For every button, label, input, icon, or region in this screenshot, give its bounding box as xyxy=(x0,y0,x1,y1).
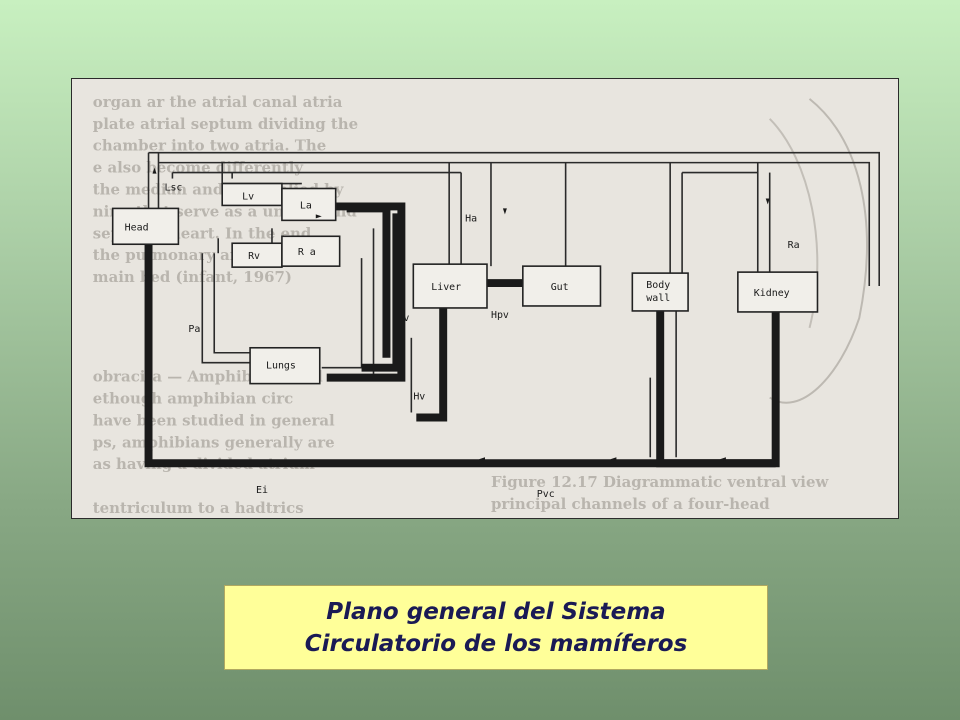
kidney-label: Kidney xyxy=(754,288,790,299)
organ-labels: Head Lv La Rv R a Lungs Liver Gut Body w… xyxy=(125,191,790,371)
arrow-left-icon xyxy=(610,457,617,462)
svg-text:ps, amphibians generally are: ps, amphibians generally are xyxy=(93,433,335,451)
pv-label: Pv xyxy=(397,313,409,324)
pa-label: Pa xyxy=(188,324,200,335)
ra-label: R a xyxy=(298,247,316,258)
thick-vessels xyxy=(144,202,780,468)
svg-text:organ ar the atrial canal atri: organ ar the atrial canal atria xyxy=(93,93,343,111)
svg-text:principal channels of a four-h: principal channels of a four-head xyxy=(491,495,770,513)
arrow-up-icon xyxy=(152,167,157,174)
svg-text:e also become differently: e also become differently xyxy=(93,159,305,177)
gut-box xyxy=(522,265,602,307)
arrow-left-icon xyxy=(719,457,726,462)
arrow-left-icon xyxy=(479,457,485,462)
la-box xyxy=(281,187,337,222)
lv-label: Lv xyxy=(242,191,254,202)
liver-label: Liver xyxy=(431,282,461,293)
kidney-box xyxy=(737,271,819,313)
svg-text:tentriculum to a hadtrics: tentriculum to a hadtrics xyxy=(93,499,304,517)
circulatory-diagram: organ ar the atrial canal atria plate at… xyxy=(72,79,898,518)
arrow-right-icon xyxy=(315,214,322,219)
flow-arrows xyxy=(152,167,770,462)
hv-label: Hv xyxy=(413,392,425,403)
ei-label: Ei xyxy=(256,485,268,496)
la-label: La xyxy=(300,200,312,211)
hpv-label: Hpv xyxy=(491,310,509,321)
organ-boxes xyxy=(111,182,819,385)
lsc-label: Lsc xyxy=(164,182,182,193)
arrow-left-icon xyxy=(510,281,517,286)
rv-label: Rv xyxy=(248,251,260,262)
arrow-down-icon xyxy=(502,208,507,215)
lungs-box xyxy=(249,346,321,385)
head-box xyxy=(111,207,180,246)
svg-text:ethough amphibian circ: ethough amphibian circ xyxy=(93,390,293,408)
svg-text:plate atrial septum dividing t: plate atrial septum dividing the xyxy=(93,115,358,133)
body-wall-box xyxy=(631,272,689,312)
diagram-photo: organ ar the atrial canal atria plate at… xyxy=(71,78,899,519)
arrow-down-icon xyxy=(765,198,770,205)
ra-box xyxy=(281,235,341,267)
ha-label: Ha xyxy=(465,213,477,224)
head-label: Head xyxy=(125,222,149,233)
wall-label: wall xyxy=(646,293,670,304)
caption-line-2: Circulatorio de los mamíferos xyxy=(304,630,688,657)
ra-vessel-label: Ra xyxy=(788,240,800,251)
body-label: Body xyxy=(646,280,670,291)
svg-text:main bed (infant, 1967): main bed (infant, 1967) xyxy=(93,268,292,286)
svg-text:chamber into two atria. The: chamber into two atria. The xyxy=(93,137,326,155)
lungs-label: Lungs xyxy=(266,361,296,372)
svg-text:Figure 12.17 Diagrammatic ve: Figure 12.17 Diagrammatic ventral view xyxy=(491,473,829,491)
caption-line-1: Plano general del Sistema xyxy=(326,598,666,625)
caption-box: Plano general del Sistema Circulatorio d… xyxy=(224,585,768,670)
vessel-labels: Lsc Pa Pv Ha Hpv Hv Ra Ei Pvc xyxy=(164,182,799,500)
svg-text:have been studied in general: have been studied in general xyxy=(93,411,335,429)
gut-label: Gut xyxy=(551,282,569,293)
liver-box xyxy=(412,263,488,309)
pvc-label: Pvc xyxy=(537,489,555,500)
